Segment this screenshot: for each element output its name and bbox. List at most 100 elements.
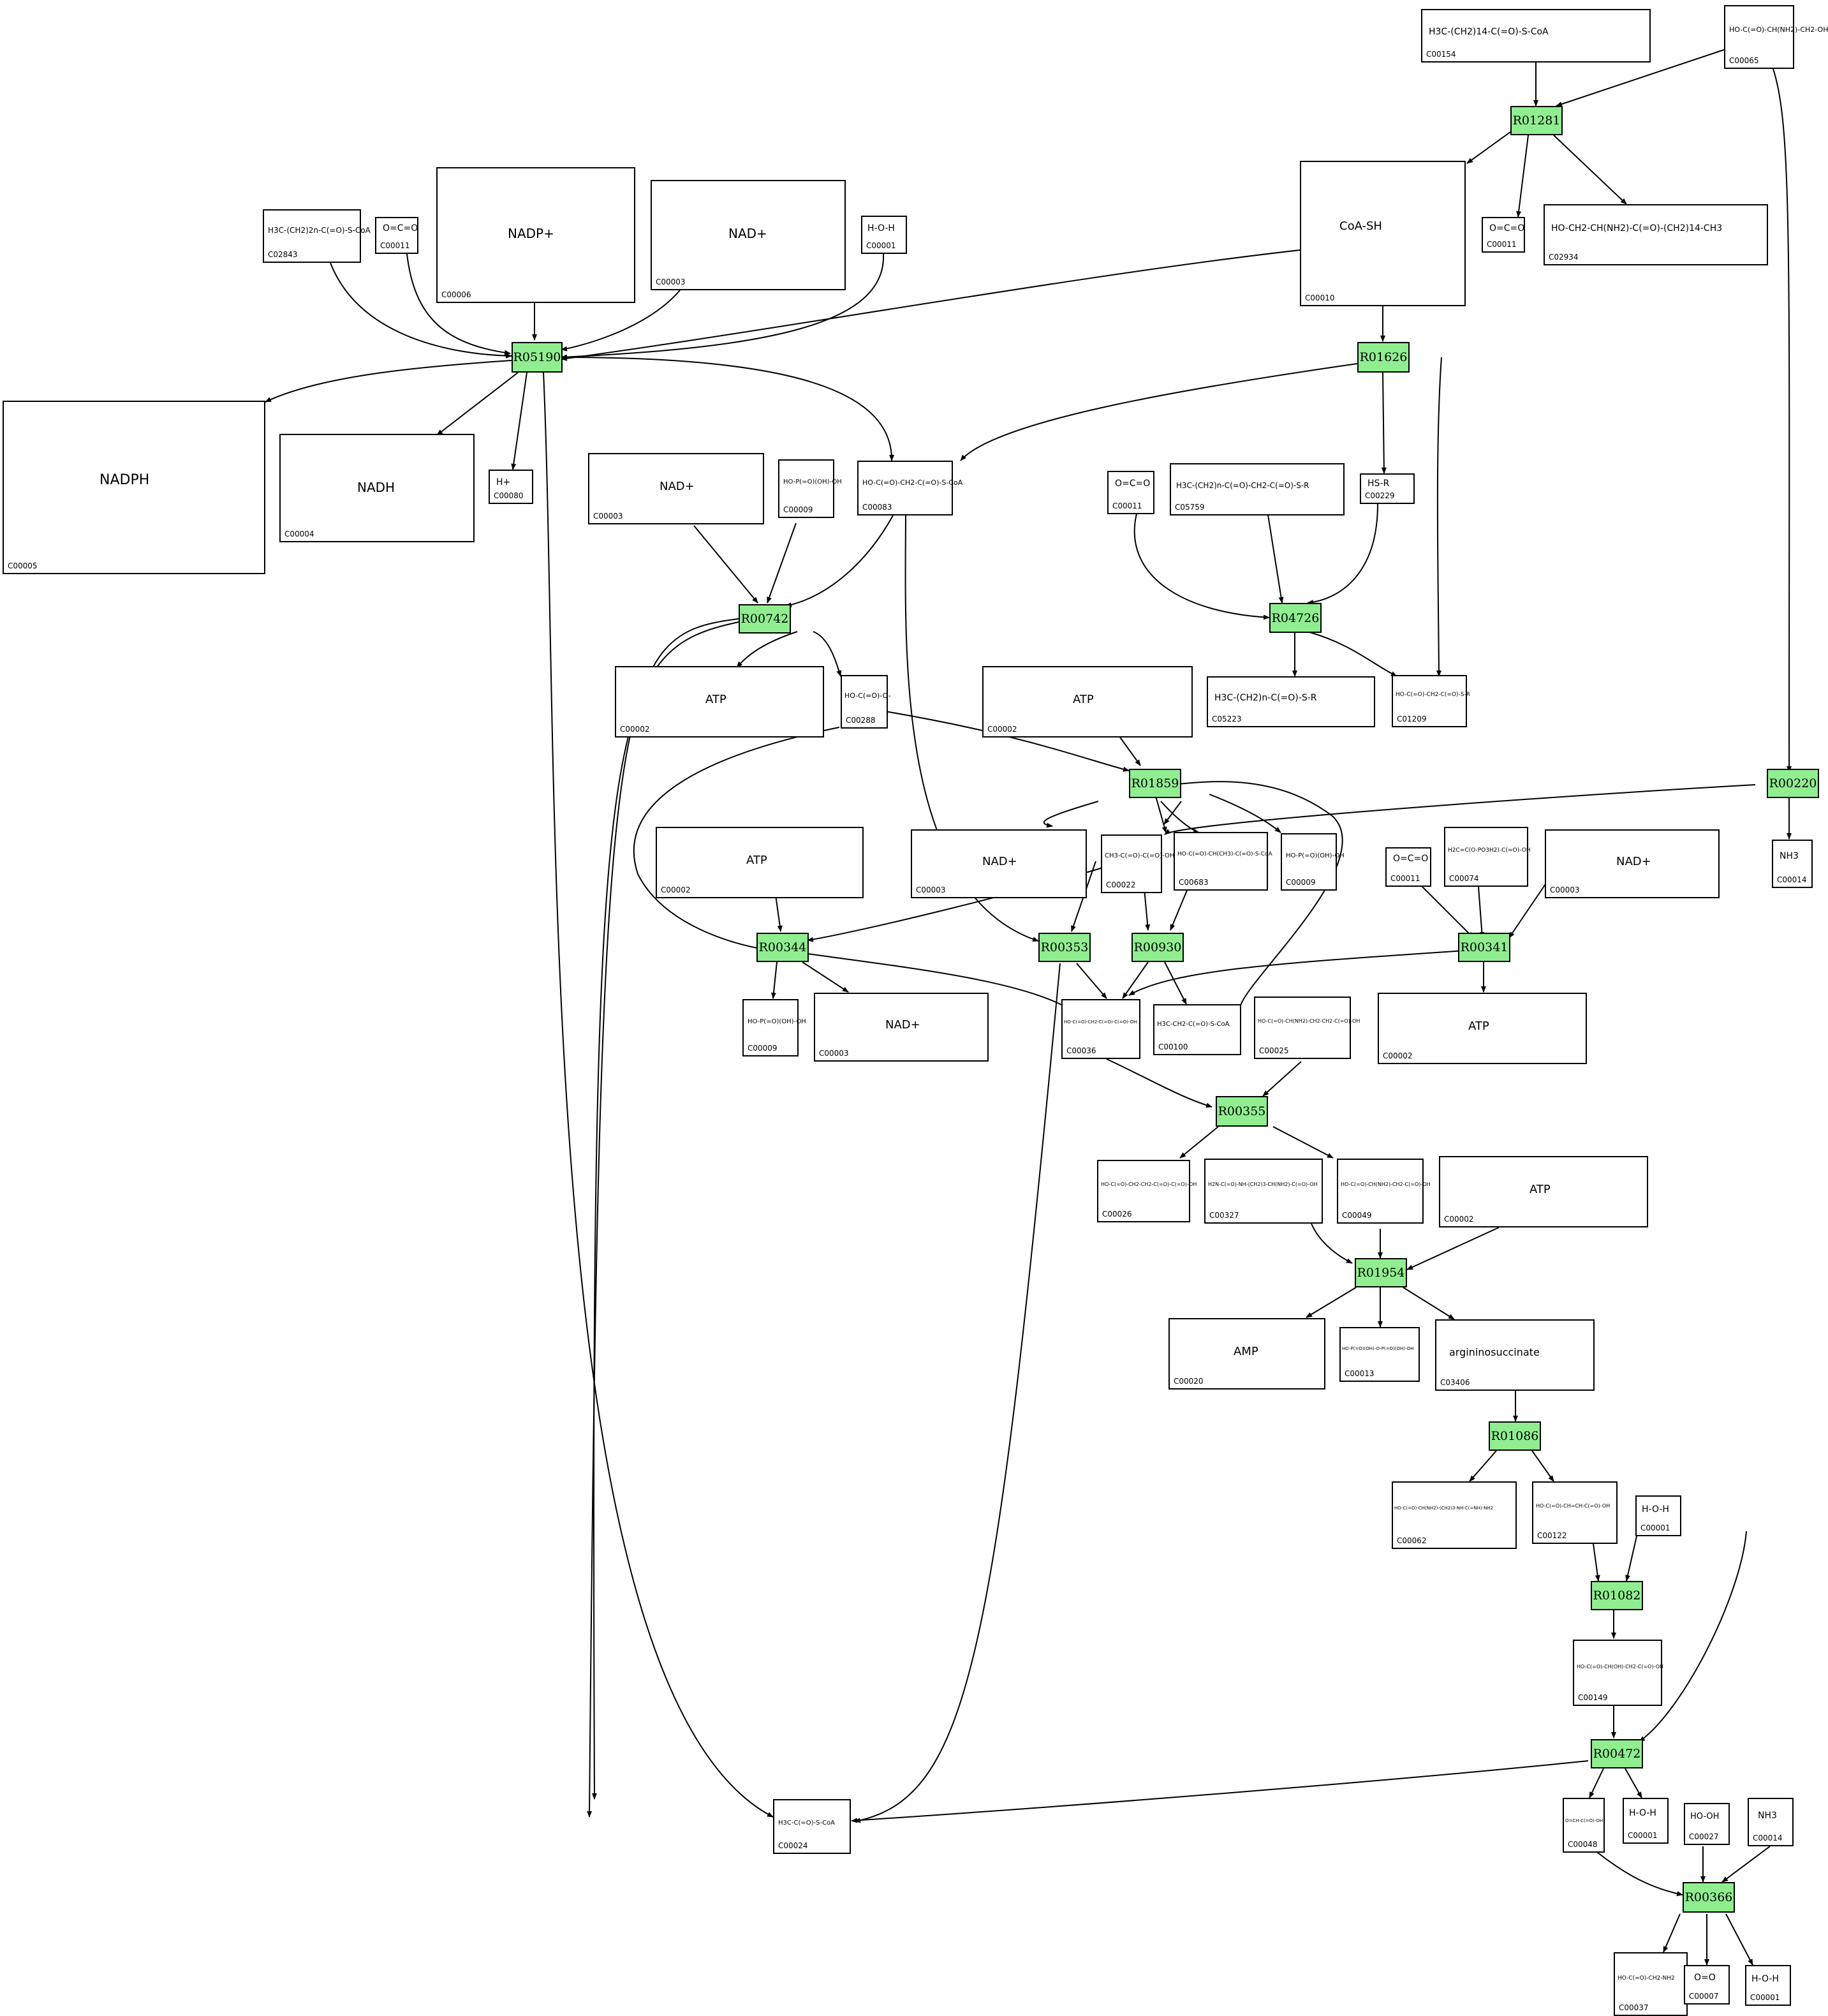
compound-C02843[interactable]: H3C-(CH2)2n-C(=O)-S-CoA C02843 [263,209,371,263]
compound-id: C00065 [1729,56,1759,65]
compound-structure: HS-R [1367,478,1390,489]
compound-C00080[interactable]: H+ C00080 [489,470,533,504]
compound-structure: HO-P(=O)(OH)-OH [748,1018,806,1025]
reaction-R00472[interactable]: R00472 [1591,1739,1643,1768]
compound-C00004[interactable]: NADH C00004 [279,434,475,542]
compound-C05223[interactable]: H3C-(CH2)n-C(=O)-S-R C05223 [1207,676,1375,727]
compound-C05759[interactable]: H3C-(CH2)n-C(=O)-CH2-C(=O)-S-R C05759 [1170,463,1345,515]
compound-C00003-d[interactable]: NAD+ C00003 [1545,829,1720,898]
compound-C00009-c[interactable]: HO-P(=O)(OH)-OH C00009 [742,999,806,1056]
compound-id: C00009 [1286,878,1316,887]
compound-C00005[interactable]: NADPH C00005 [3,401,265,574]
compound-C00003-c[interactable]: NAD+ C00003 [911,829,1087,898]
compound-C00014-a[interactable]: NH3 C00014 [1772,840,1813,888]
compound-C00011-b[interactable]: O=C=O C00011 [375,217,418,254]
compound-structure: H3C-C(=O)-S-CoA [778,1820,836,1827]
compound-structure: O=C=O [1393,854,1429,864]
reaction-R01954[interactable]: R01954 [1355,1258,1407,1287]
reaction-R00930[interactable]: R00930 [1131,933,1184,962]
compound-C00020[interactable]: AMP C00020 [1168,1318,1325,1390]
compound-id: C00001 [1750,1993,1780,2002]
compound-structure: O=CH-C(=O)-OH [1565,1818,1603,1823]
compound-C00065[interactable]: HO-C(=O)-CH(NH2)-CH2-OH C00065 [1724,5,1828,69]
compound-id: C00001 [1640,1523,1670,1532]
compound-C00024[interactable]: H3C-C(=O)-S-CoA C00024 [773,1799,851,1854]
compound-structure: H-O-H [1642,1504,1669,1515]
compound-C00025[interactable]: HO-C(=O)-CH(NH2)-CH2-CH2-C(=O)-OH C00025 [1254,997,1360,1059]
compound-C00011-a[interactable]: O=C=O C00011 [1482,217,1525,253]
compound-C03406[interactable]: argininosuccinate C03406 [1435,1319,1595,1391]
compound-C00100[interactable]: H3C-CH2-C(=O)-S-CoA C00100 [1153,1004,1241,1055]
reaction-R00353[interactable]: R00353 [1038,933,1091,962]
compound-id: C00011 [380,241,410,250]
compound-C00002-b[interactable]: ATP C00002 [982,666,1193,737]
compound-C00049[interactable]: HO-C(=O)-CH(NH2)-CH2-C(=O)-OH C00049 [1337,1159,1431,1224]
compound-C00014-b[interactable]: NH3 C00014 [1748,1798,1794,1846]
compound-C00122[interactable]: HO-C(=O)-CH=CH-C(=O)-OH C00122 [1532,1481,1618,1544]
compound-id: C00083 [862,503,892,512]
compound-C00007[interactable]: O=O C00007 [1684,1965,1730,2005]
compound-C00002-c[interactable]: ATP C00002 [656,827,864,898]
compound-C00001-c[interactable]: H-O-H C00001 [1623,1798,1669,1844]
compound-C00149[interactable]: HO-C(=O)-CH(OH)-CH2-C(=O)-OH C00149 [1573,1640,1663,1706]
compound-C00011-d[interactable]: O=C=O C00011 [1385,847,1431,887]
compound-structure: HO-C(=O)-CH2-C(=O)-S-R [1396,692,1470,698]
reaction-R00366[interactable]: R00366 [1683,1882,1735,1913]
reaction-R00341[interactable]: R00341 [1458,933,1510,962]
reaction-R01626[interactable]: R01626 [1357,342,1410,373]
compound-C00003-e[interactable]: NAD+ C00003 [814,993,989,1062]
compound-C00022[interactable]: CH3-C(=O)-C(=O)-OH C00022 [1101,834,1174,893]
compound-C00013[interactable]: HO-P(=O)(OH)-O-P(=O)(OH)-OH C00013 [1339,1327,1420,1382]
reaction-R01281[interactable]: R01281 [1510,106,1563,135]
reaction-R04726[interactable]: R04726 [1269,603,1322,633]
compound-structure: HO-C(=O)-CH(NH2)-CH2-CH2-C(=O)-OH [1258,1018,1360,1024]
compound-C00009-a[interactable]: HO-P(=O)(OH)-OH C00009 [778,459,842,518]
compound-structure: argininosuccinate [1449,1346,1540,1358]
compound-structure: HO-OH [1690,1812,1720,1821]
compound-C02934[interactable]: HO-CH2-CH(NH2)-C(=O)-(CH2)14-CH3 C02934 [1544,204,1768,265]
compound-C00006[interactable]: NADP+ C00006 [436,167,635,303]
compound-C00037[interactable]: HO-C(=O)-CH2-NH2 C00037 [1614,1952,1688,2016]
compound-C00036[interactable]: HO-C(=O)-CH2-C(=O)-C(=O)-OH C00036 [1061,999,1140,1059]
compound-C00001-a[interactable]: H-O-H C00001 [861,216,907,254]
compound-structure: H3C-(CH2)n-C(=O)-S-R [1214,693,1317,703]
compound-C00062[interactable]: HO-C(=O)-CH(NH2)-(CH2)3-NH-C(=NH)-NH2 C0… [1392,1481,1517,1549]
compound-C00003-b[interactable]: NAD+ C00003 [588,453,764,524]
compound-C00048[interactable]: O=CH-C(=O)-OH C00048 [1563,1798,1605,1853]
compound-C00026[interactable]: HO-C(=O)-CH2-CH2-C(=O)-C(=O)-OH C00026 [1097,1160,1197,1222]
compound-C00027[interactable]: HO-OH C00027 [1684,1803,1730,1845]
reaction-R00742[interactable]: R00742 [739,604,791,634]
compound-C00002-a[interactable]: ATP C00002 [615,666,824,737]
compound-C00002-e[interactable]: ATP C00002 [1439,1156,1648,1227]
compound-id: C00149 [1578,1693,1608,1702]
compound-C00229[interactable]: HS-R C00229 [1360,473,1415,504]
reaction-R00344[interactable]: R00344 [756,933,809,962]
compound-structure: H-O-H [1629,1808,1656,1818]
compound-structure: HO-C(=O)-CH2-NH2 [1618,1975,1675,1982]
compound-C00001-d[interactable]: H-O-H C00001 [1745,1965,1791,2006]
compound-C00010[interactable]: CoA-SH C00010 [1300,161,1466,306]
compound-C00683[interactable]: HO-C(=O)-CH(CH3)-C(=O)-S-CoA C00683 [1174,832,1272,891]
reaction-R01859[interactable]: R01859 [1129,769,1181,798]
compound-structure: H3C-(CH2)n-C(=O)-CH2-C(=O)-S-R [1176,481,1309,490]
reaction-R01082[interactable]: R01082 [1591,1581,1643,1610]
reaction-R01086[interactable]: R01086 [1489,1421,1541,1451]
compound-C00003-a[interactable]: NAD+ C00003 [651,180,846,290]
compound-C00154[interactable]: H3C-(CH2)14-C(=O)-S-CoA C00154 [1421,9,1651,63]
reaction-R00220[interactable]: R00220 [1767,769,1819,798]
compound-C00011-c[interactable]: O=C=O C00011 [1107,471,1154,514]
compound-C00083[interactable]: HO-C(=O)-CH2-C(=O)-S-CoA C00083 [857,461,962,515]
compound-structure: HO-CH2-CH(NH2)-C(=O)-(CH2)14-CH3 [1551,223,1723,233]
compound-C00001-b[interactable]: H-O-H C00001 [1635,1495,1681,1536]
compound-C00009-b[interactable]: HO-P(=O)(OH)-OH C00009 [1281,833,1345,891]
reaction-R05190[interactable]: R05190 [512,342,563,373]
compound-C00327[interactable]: H2N-C(=O)-NH-(CH2)3-CH(NH2)-C(=O)-OH C00… [1204,1159,1323,1224]
compound-C00002-d[interactable]: ATP C00002 [1378,993,1587,1064]
compound-structure: NAD+ [728,226,767,241]
compound-structure: H2N-C(=O)-NH-(CH2)3-CH(NH2)-C(=O)-OH [1208,1182,1318,1187]
compound-id: C02934 [1549,253,1579,262]
compound-C00288[interactable]: HO-C(=O)-O- C00288 [841,675,891,729]
compound-C01209[interactable]: HO-C(=O)-CH2-C(=O)-S-R C01209 [1392,675,1470,727]
compound-C00074[interactable]: H2C=C(O-PO3H2)-C(=O)-OH C00074 [1444,827,1530,887]
reaction-R00355[interactable]: R00355 [1216,1096,1268,1127]
